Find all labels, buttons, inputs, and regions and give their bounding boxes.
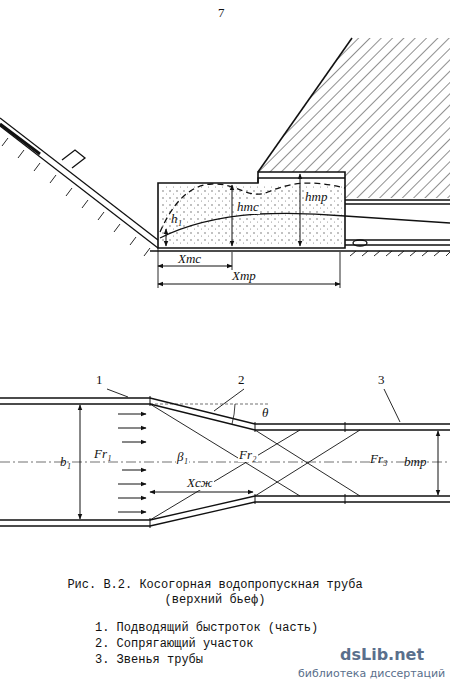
angle-label: β₁: [176, 450, 189, 464]
froude-label: Fr₁: [94, 447, 112, 461]
length-label: Xтр: [232, 269, 256, 283]
length-label: Xсж: [186, 476, 214, 490]
depth-label: h₁: [171, 212, 182, 226]
depth-label: hтс: [236, 200, 260, 214]
legend-item: 3. Звенья трубы: [95, 654, 203, 667]
depth-label: hтр: [304, 190, 328, 204]
legend-item: 2. Сопрягающий участок: [95, 638, 253, 651]
watermark: dsLib.net: [340, 646, 424, 664]
length-label: Xтс: [178, 252, 201, 266]
froude-label: Fr₂: [238, 448, 258, 462]
page-number: 7: [218, 6, 225, 20]
figure-caption: Рис. В.2. Косогорная водопропускная труб…: [60, 578, 370, 608]
angle-label: θ: [262, 406, 268, 420]
callout-number: 1: [96, 373, 103, 387]
callout-number: 2: [238, 373, 245, 387]
watermark: библиотека диссертаций: [298, 668, 445, 680]
plan-view: [0, 389, 450, 528]
side-view: [0, 38, 450, 288]
width-label: bтр: [404, 455, 426, 469]
legend-item: 1. Подводящий быстроток (часть): [95, 622, 318, 635]
width-label: b₁: [60, 455, 71, 469]
callout-number: 3: [378, 373, 385, 387]
froude-label: Fr₃: [370, 452, 388, 466]
